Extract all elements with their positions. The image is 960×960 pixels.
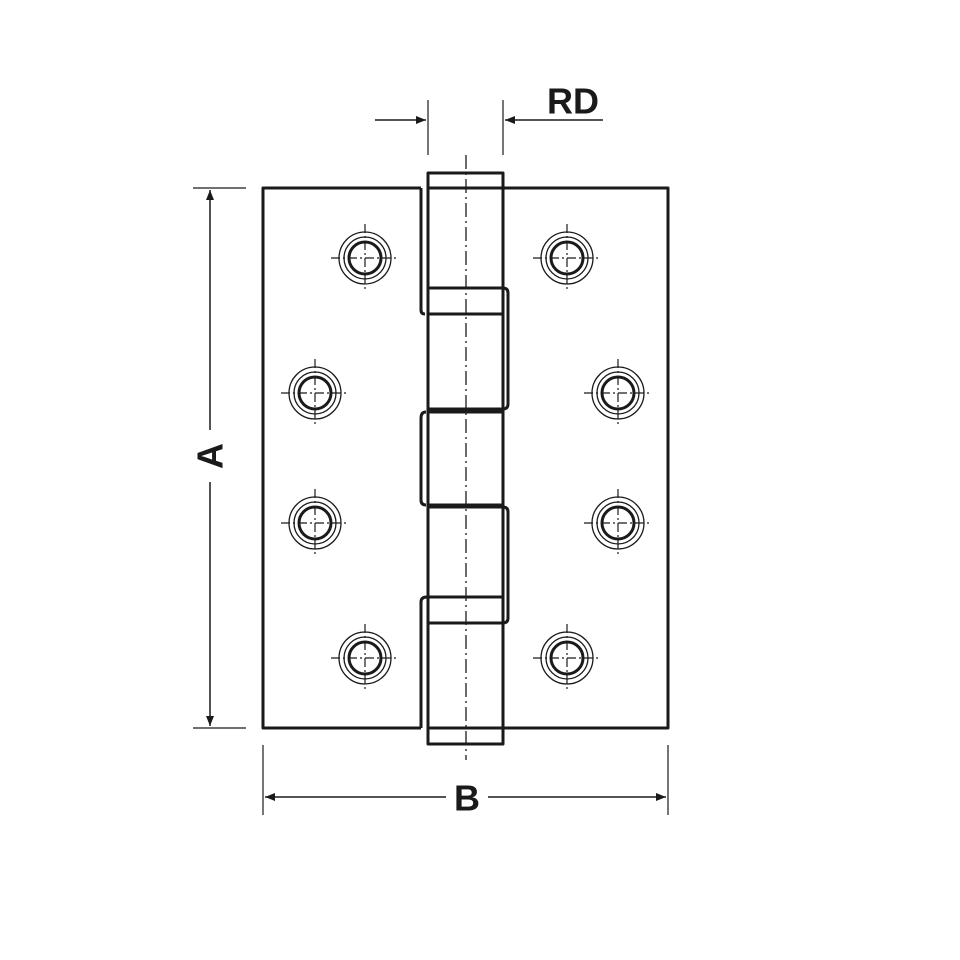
dimension-b — [262, 745, 669, 815]
screw-hole-left-1 — [331, 224, 399, 292]
dimension-b-label: B — [454, 778, 480, 819]
screw-hole-right-4 — [533, 624, 601, 692]
screw-hole-right-2 — [584, 359, 652, 427]
screw-hole-left-4 — [331, 624, 399, 692]
dimension-rd-label: RD — [547, 81, 599, 122]
right-leaf — [502, 186, 670, 730]
dimension-a-label: A — [190, 443, 231, 469]
dimension-rd — [375, 100, 603, 155]
left-leaf — [261, 186, 428, 730]
screw-hole-right-1 — [533, 224, 601, 292]
screw-holes — [281, 224, 652, 692]
screw-hole-left-2 — [281, 359, 349, 427]
dimension-a — [193, 187, 246, 729]
screw-hole-right-3 — [584, 489, 652, 557]
screw-hole-left-3 — [281, 489, 349, 557]
